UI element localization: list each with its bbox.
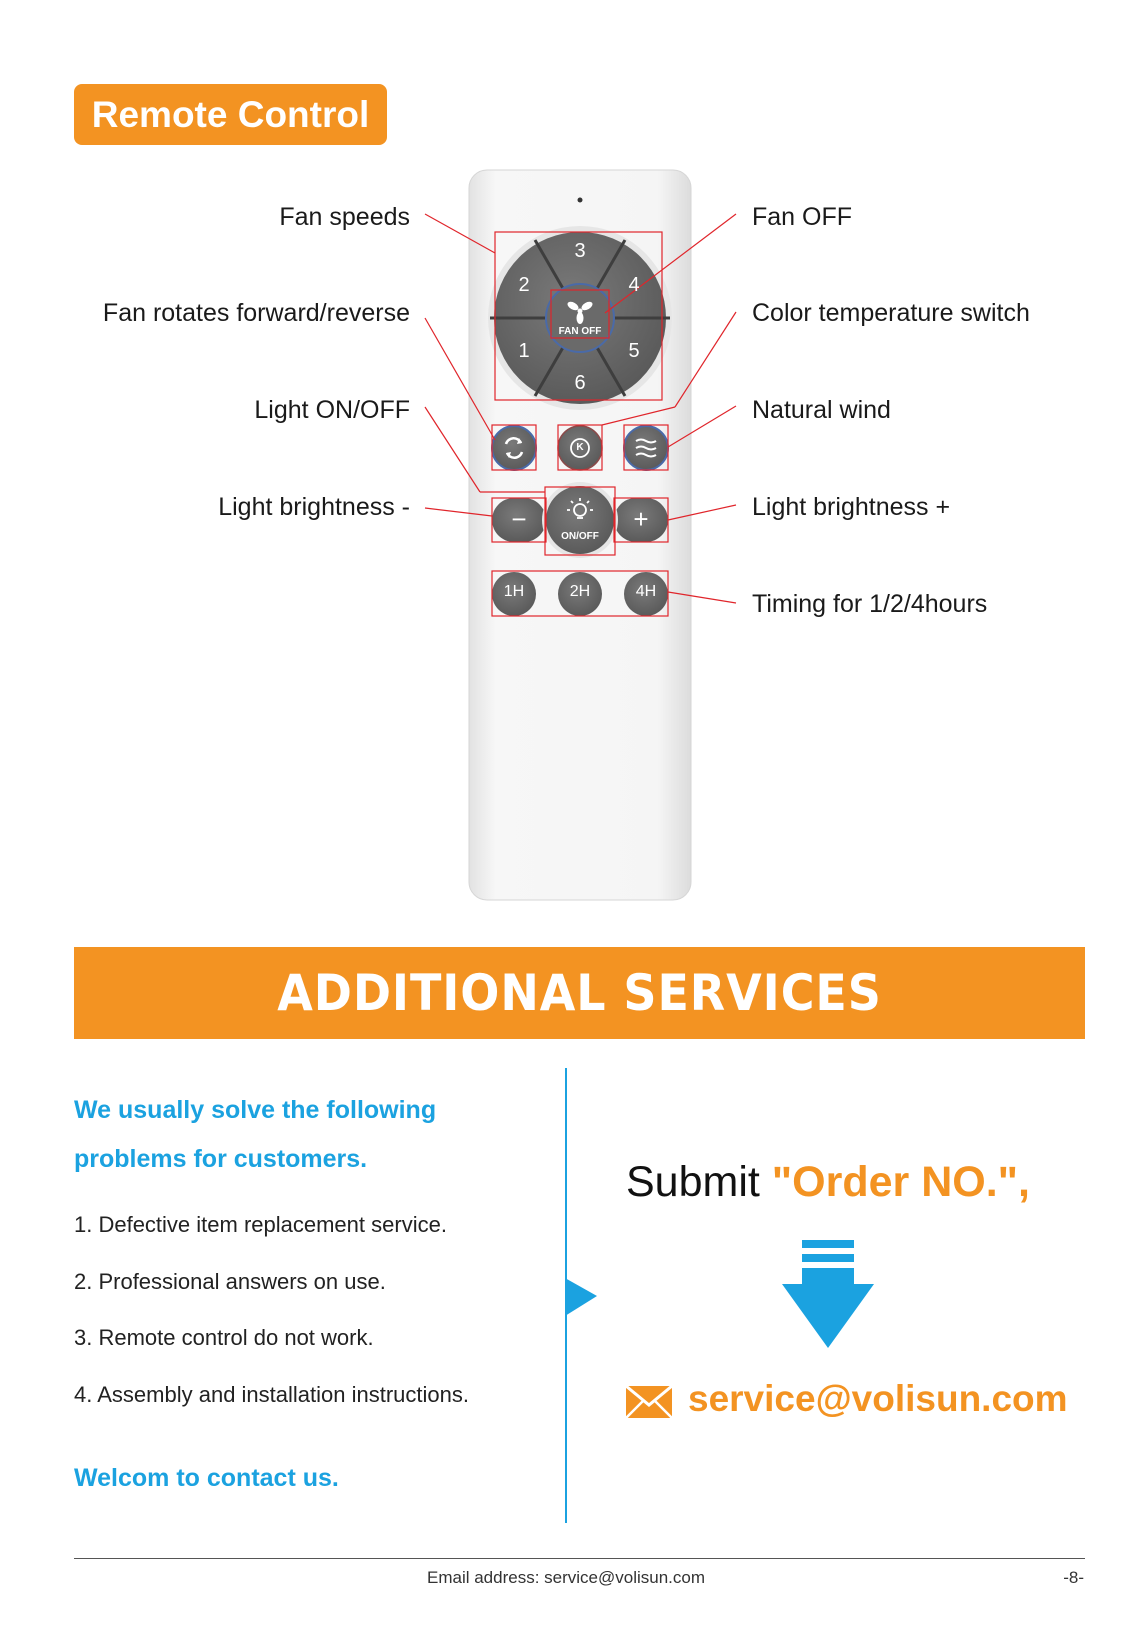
callout-boxes	[491, 231, 669, 617]
services-intro-line2: problems for customers.	[74, 1145, 368, 1173]
envelope-icon	[625, 1385, 673, 1419]
service-email-link[interactable]: service@volisun.com	[688, 1378, 1068, 1419]
services-banner-title: ADDITIONAL SERVICES	[277, 964, 882, 1022]
remote-diagram	[424, 169, 737, 901]
brightness-minus-button	[492, 498, 546, 542]
callout-color-temp: Color temperature switch	[752, 299, 1030, 327]
plus-symbol: +	[633, 504, 649, 534]
services-intro-line1: We usually solve the following	[74, 1096, 437, 1124]
callout-natural-wind: Natural wind	[752, 396, 891, 424]
speed-dial	[488, 226, 672, 410]
light-onoff-button	[546, 486, 614, 554]
service-item-2: 2. Professional answers on use.	[74, 1269, 386, 1294]
down-arrow-icon	[782, 1240, 874, 1348]
light-onoff-label: ON/OFF	[561, 531, 599, 542]
timer-4h-label[interactable]: 4H	[635, 583, 657, 600]
timer-4h-button	[624, 572, 668, 616]
natural-wind-button	[623, 425, 669, 471]
service-item-3: 3. Remote control do not work.	[74, 1325, 374, 1350]
callout-light-plus: Light brightness +	[752, 493, 951, 521]
timer-1h-button	[492, 572, 536, 616]
callout-fan-off: Fan OFF	[752, 203, 853, 231]
speed-3-button[interactable]: 3	[574, 240, 586, 262]
callout-lines	[424, 213, 737, 604]
color-temp-symbol: K	[576, 442, 584, 453]
service-item-1: 1. Defective item replacement service.	[74, 1212, 447, 1237]
callout-fan-speeds: Fan speeds	[279, 203, 410, 231]
fan-off-label: FAN OFF	[558, 326, 602, 337]
callout-fan-rotates: Fan rotates forward/reverse	[102, 299, 410, 327]
speed-2-button[interactable]: 2	[518, 274, 530, 296]
services-closing: Welcom to contact us.	[74, 1464, 339, 1492]
service-item-4: 4. Assembly and installation instruction…	[74, 1382, 469, 1407]
reverse-button	[491, 425, 537, 471]
timer-2h-button	[558, 572, 602, 616]
submit-order-text: Submit "Order NO.",	[626, 1158, 1030, 1207]
minus-symbol: −	[511, 504, 527, 534]
callout-light-minus: Light brightness -	[218, 493, 410, 521]
speed-1-button[interactable]: 1	[518, 340, 530, 362]
fan-icon	[567, 301, 593, 324]
bulb-icon	[567, 498, 593, 519]
divider-arrow-icon	[565, 1278, 597, 1316]
timer-1h-label[interactable]: 1H	[503, 583, 525, 600]
callout-light-onoff: Light ON/OFF	[254, 396, 410, 424]
section-title: Remote Control	[74, 84, 387, 145]
order-no-highlight: "Order NO.",	[771, 1158, 1030, 1206]
speed-6-button[interactable]: 6	[574, 372, 586, 394]
speed-5-button[interactable]: 5	[628, 340, 640, 362]
brightness-plus-button	[614, 498, 668, 542]
footer-email: Email address: service@volisun.com	[426, 1568, 706, 1587]
callout-timing: Timing for 1/2/4hours	[752, 590, 988, 618]
submit-prefix: Submit	[626, 1158, 772, 1206]
ir-led	[577, 197, 583, 203]
services-banner: ADDITIONAL SERVICES	[74, 947, 1085, 1039]
footer-divider	[74, 1558, 1085, 1559]
page-number: -8-	[1063, 1568, 1084, 1587]
timer-2h-label[interactable]: 2H	[569, 583, 591, 600]
speed-4-button[interactable]: 4	[628, 274, 640, 296]
